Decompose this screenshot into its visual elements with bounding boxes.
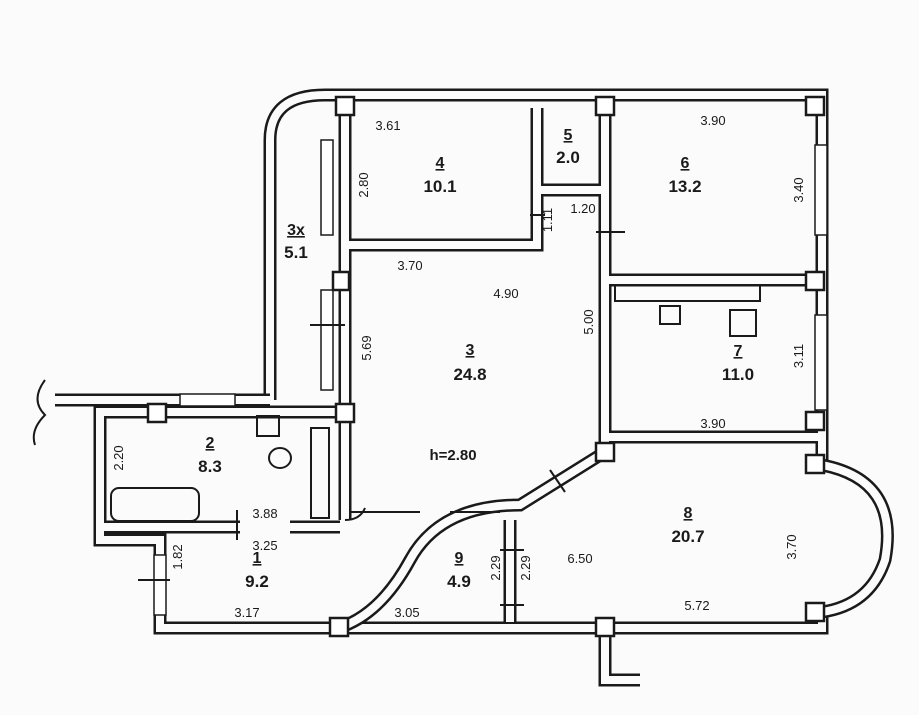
kitchen-sink-icon [659,305,681,325]
room-2-area: 8.3 [198,457,222,476]
dim-r2-width: 3.88 [252,506,277,521]
room-8-area: 20.7 [671,527,704,546]
room-6-area: 13.2 [668,177,701,196]
dim-r8-width: 6.50 [567,551,592,566]
dim-r4-height: 2.80 [356,172,371,197]
windows [153,139,828,616]
room-4-number: 4 [436,155,445,172]
dim-r7-width: 3.90 [700,416,725,431]
room-2-number: 2 [206,435,215,452]
dim-r7-height: 3.11 [791,344,806,368]
dim-r2-height: 2.20 [111,445,126,470]
room-9-area: 4.9 [447,572,471,591]
dim-r9-h1: 2.29 [488,555,503,580]
bathtub-icon [110,487,200,522]
dim-r1-top: 3.25 [252,538,277,553]
fixtures [110,284,761,522]
dim-r1-bottom: 3.17 [234,605,259,620]
room-6-number: 6 [681,155,690,172]
dim-r4-width: 3.61 [375,118,400,133]
dim-r1-height: 1.82 [170,544,185,569]
dimension-labels: 3.61 2.80 3.70 1.11 1.20 3.90 3.40 4.90 … [111,113,806,620]
dim-r3-width: 4.90 [493,286,518,301]
room-5-area: 2.0 [556,148,580,167]
walls [32,88,894,687]
dim-r3-left: 5.69 [359,335,374,360]
sink-icon [256,415,280,437]
room-8-number: 8 [684,505,693,522]
dim-r8-height: 3.70 [784,534,799,559]
ceiling-height: h=2.80 [429,447,476,464]
dim-r5-width: 1.20 [570,201,595,216]
room-3x-number: 3x [287,222,305,239]
dim-r9-h2: 2.29 [518,555,533,580]
dim-r3-right: 5.00 [581,309,596,334]
kitchen-counter-icon [614,284,761,302]
dim-r6-width: 3.90 [700,113,725,128]
dim-r6-height: 3.40 [791,177,806,202]
dim-r5-door: 1.11 [540,208,555,232]
columns [146,95,826,638]
room-3-number: 3 [466,342,475,359]
room-1-area: 9.2 [245,572,269,591]
room-3x-area: 5.1 [284,243,308,262]
room-7-area: 11.0 [722,365,754,384]
room-3-area: 24.8 [453,365,486,384]
stove-icon [729,309,757,337]
room-4-area: 10.1 [423,177,456,196]
room-5-number: 5 [564,127,573,144]
room-9-number: 9 [455,550,464,567]
dim-r4-bottom: 3.70 [397,258,422,273]
room-1-number: 1 [253,550,262,567]
dim-r9-bottom: 3.05 [394,605,419,620]
shelf-icon [310,427,330,519]
dim-r8-bottom: 5.72 [684,598,709,613]
toilet-icon [268,447,292,469]
room-labels: 4 10.1 5 2.0 6 13.2 3x 5.1 3 24.8 7 11.0… [198,127,754,591]
room-7-number: 7 [734,343,743,360]
dimension-ticks [138,214,625,606]
